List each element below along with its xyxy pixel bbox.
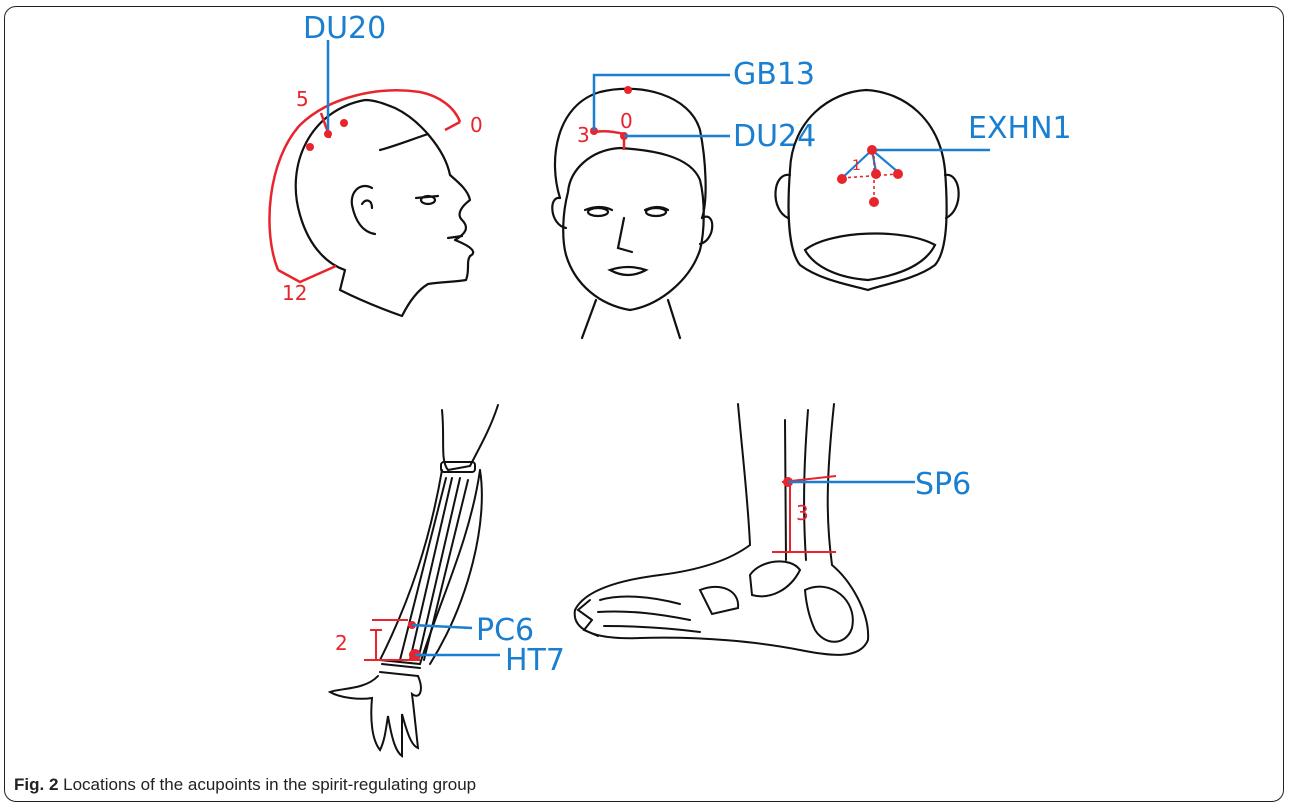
forearm-measure-2: 2 xyxy=(335,631,348,655)
foot-measure-3: 3 xyxy=(796,501,809,525)
exhn1-label: EXHN1 xyxy=(968,111,1072,146)
front-face-measure-0: 0 xyxy=(620,109,633,133)
ht7-label: HT7 xyxy=(505,643,565,678)
gb13-label: GB13 xyxy=(733,57,815,92)
side-head-drawing xyxy=(296,100,473,316)
caption-text: Locations of the acupoints in the spirit… xyxy=(63,775,476,794)
back-head-measure-1: 1 xyxy=(852,158,861,174)
foot-markers xyxy=(772,476,915,552)
du20-label: DU20 xyxy=(303,11,386,46)
side-head-measure-12: 12 xyxy=(282,281,307,305)
forearm-drawing xyxy=(330,405,498,756)
side-head-measure-0: 0 xyxy=(470,113,483,137)
caption-label: Fig. 2 xyxy=(14,775,58,794)
side-head-measure-5: 5 xyxy=(296,87,309,111)
front-face-measure-3: 3 xyxy=(577,123,590,147)
foot-drawing xyxy=(575,404,868,655)
back-head-markers xyxy=(837,145,990,207)
sp6-label: SP6 xyxy=(915,467,971,502)
front-face-markers xyxy=(590,75,730,150)
figure-caption: Fig. 2 Locations of the acupoints in the… xyxy=(14,775,476,795)
